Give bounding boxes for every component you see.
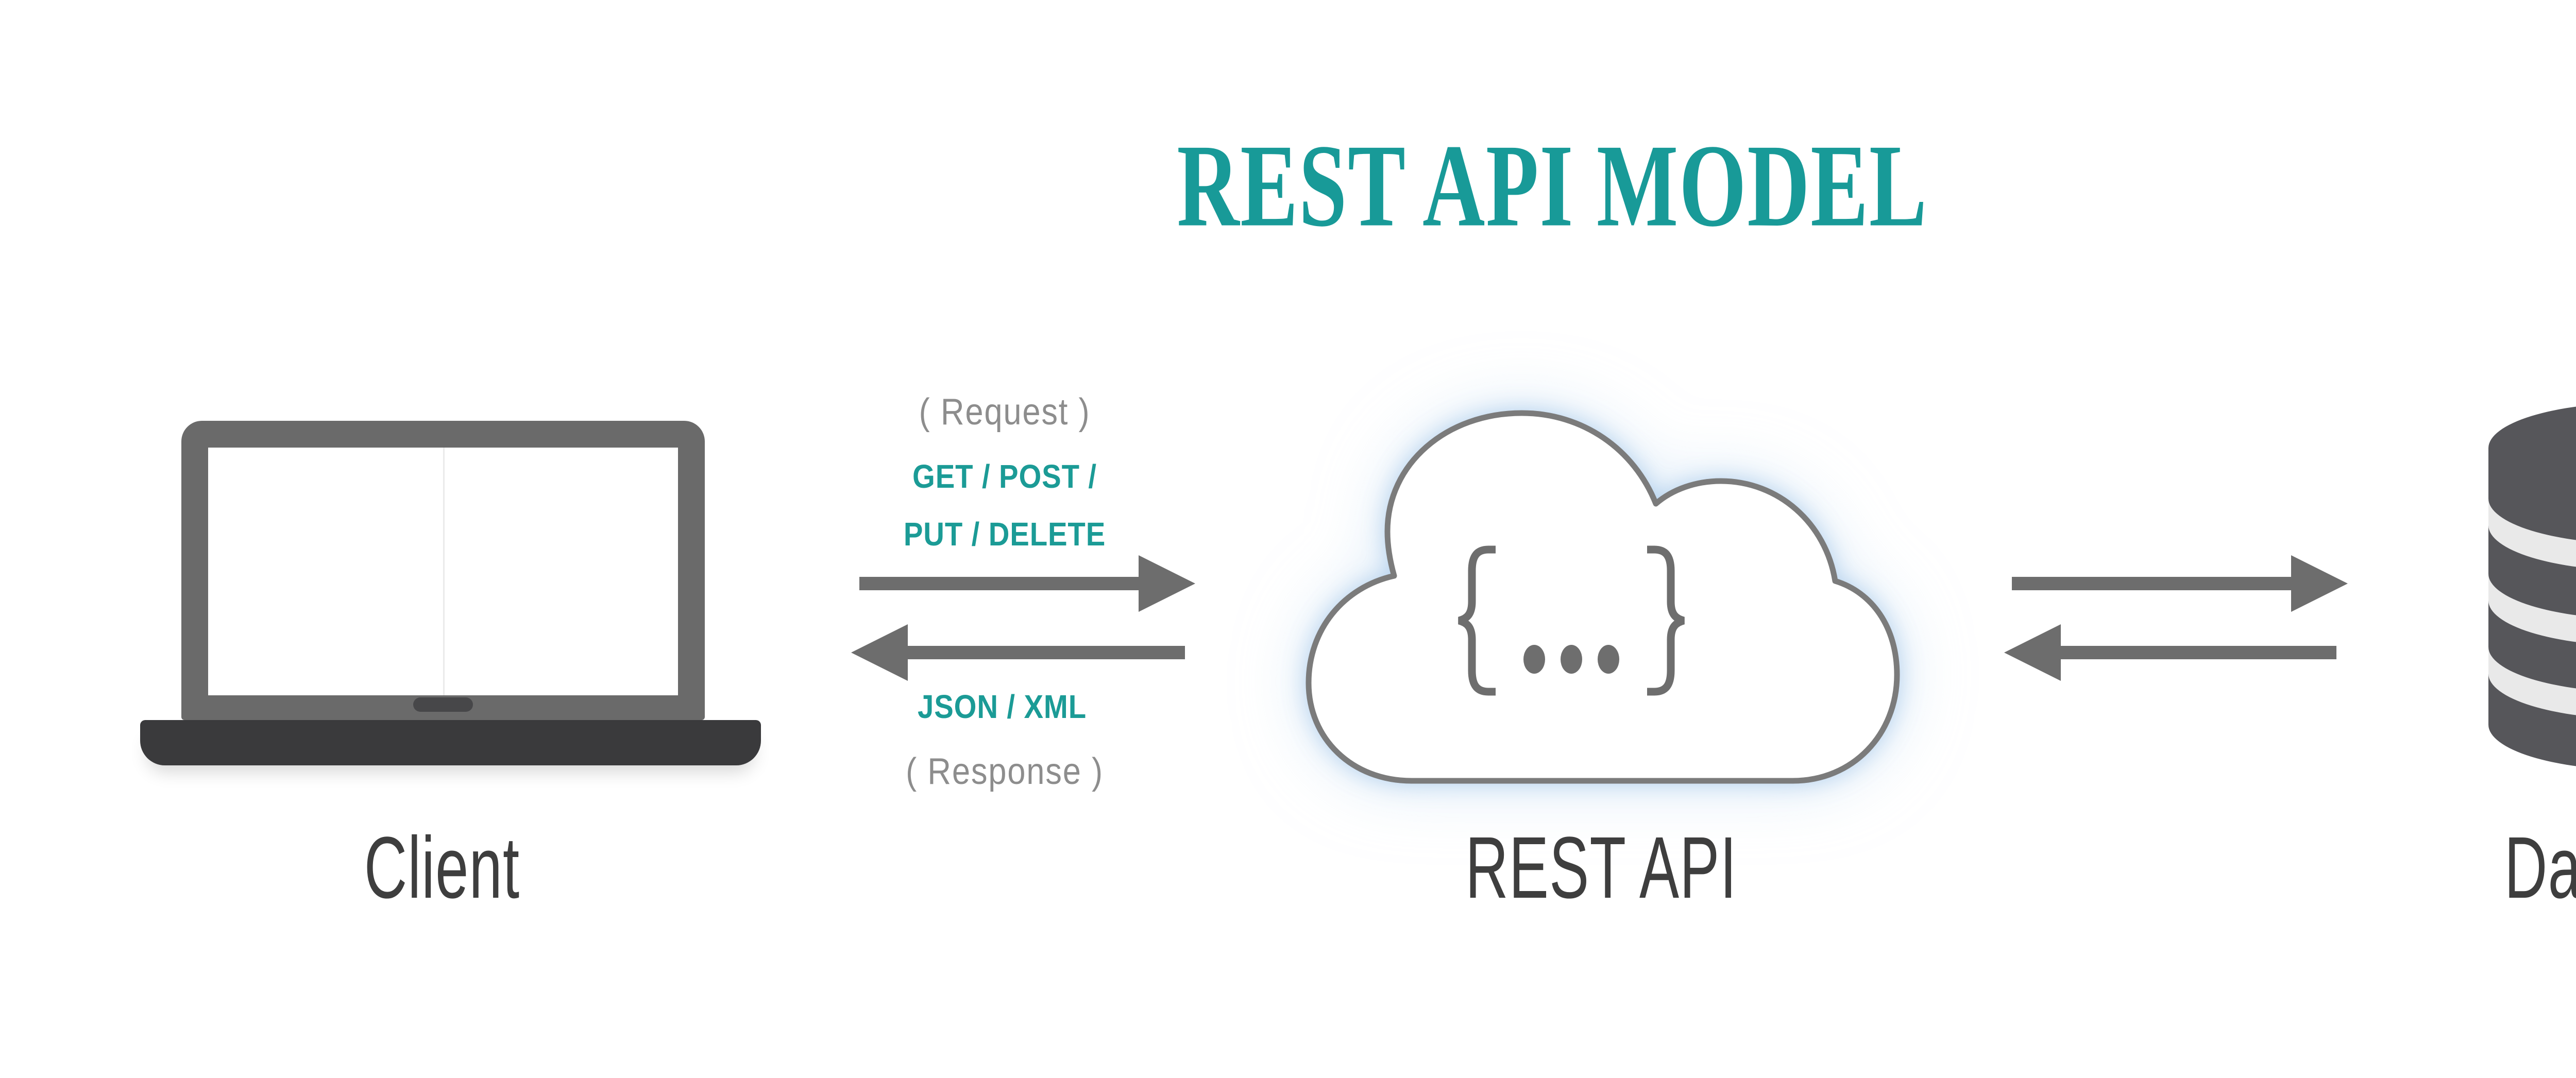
database-icon (2488, 406, 2576, 766)
ellipsis-dots-icon (1523, 645, 1619, 674)
arrow-right-head-icon (2291, 555, 2348, 612)
laptop-screen-seam (443, 448, 445, 695)
arrow-right-head-icon (1139, 555, 1195, 612)
database-label: Database (2504, 819, 2576, 917)
arrow-right-icon (2012, 577, 2293, 590)
arrow-left-head-icon (851, 624, 908, 681)
arrow-right-icon (859, 577, 1140, 590)
response-annotation: ( Response ) (906, 751, 1104, 792)
laptop-base (140, 720, 761, 765)
arrow-left-head-icon (2004, 624, 2061, 681)
arrow-left-icon (2061, 646, 2336, 659)
diagram-title: REST API MODEL (1177, 119, 1928, 251)
laptop-notch (413, 697, 473, 712)
api-label: REST API (1465, 819, 1737, 917)
request-methods-line2: PUT / DELETE (903, 516, 1106, 553)
request-annotation: ( Request ) (919, 391, 1091, 433)
client-label: Client (364, 819, 520, 917)
cloud-icon (1306, 410, 1900, 784)
response-formats: JSON / XML (918, 688, 1087, 725)
request-methods-line1: GET / POST / (912, 458, 1097, 495)
arrow-left-icon (907, 646, 1185, 659)
laptop-screen (208, 448, 678, 695)
braces-icon (1458, 545, 1685, 696)
